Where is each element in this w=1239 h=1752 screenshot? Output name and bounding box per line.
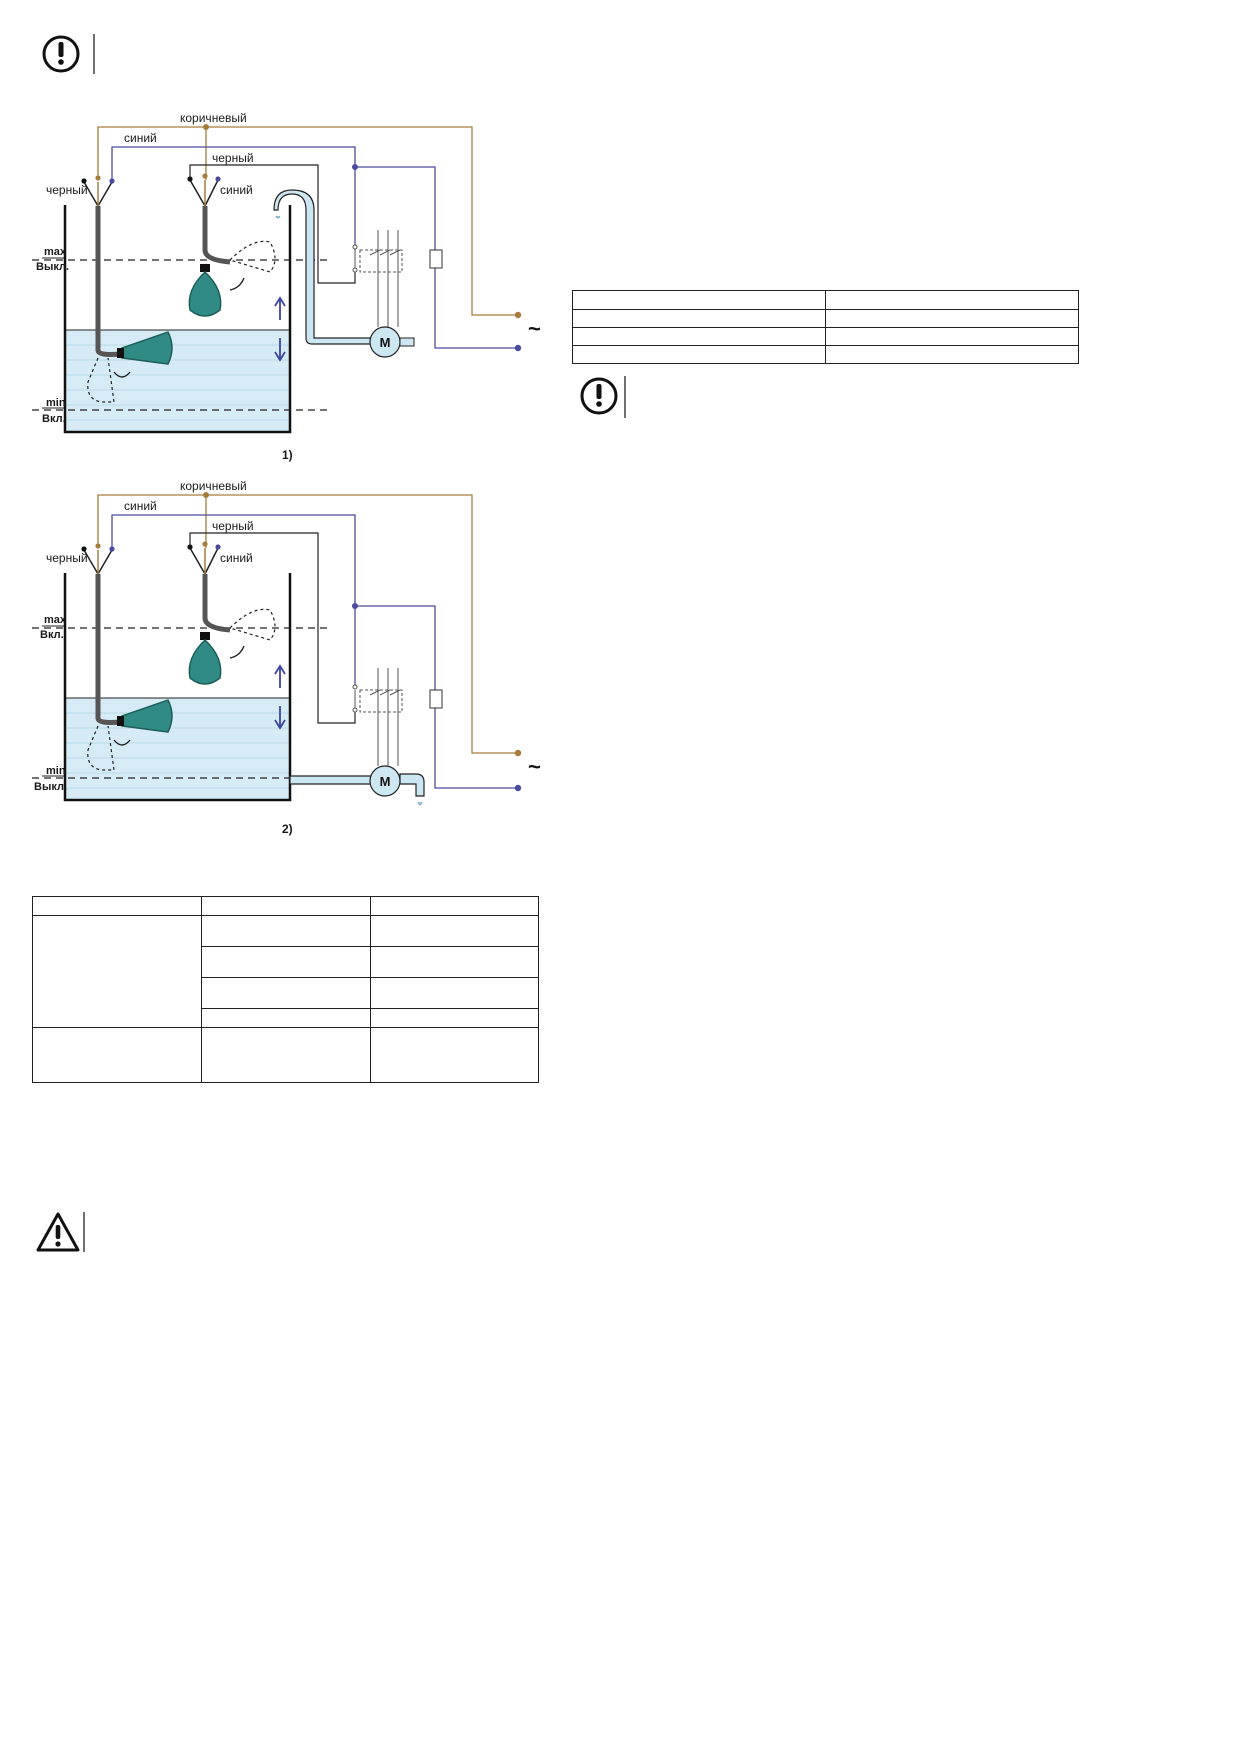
wire-label-black: черный [212, 519, 254, 533]
ac-symbol: ~ [528, 754, 541, 779]
ac-symbol: ~ [528, 316, 541, 341]
wiring-diagram-1: max Выкл. min Вкл. коричневый синий черн… [32, 111, 541, 434]
right-float [188, 270, 222, 317]
wire-label-black: черный [212, 151, 254, 165]
left-float-label-black: черный [46, 183, 88, 197]
diagram1-caption: 1) [282, 448, 293, 462]
right-float-label-blue: синий [220, 183, 253, 197]
level-max-label: max [44, 246, 67, 258]
bottom-table [32, 896, 539, 1083]
motor-symbol [369, 765, 401, 797]
warning-sign [36, 1210, 96, 1256]
level-min-label: min [46, 397, 66, 409]
diagram2-caption: 2) [282, 822, 293, 836]
right-float-label-blue: синий [220, 551, 253, 565]
motor-label: M [380, 774, 391, 789]
left-float [121, 331, 173, 365]
wiring-diagram-2: max Вкл. min Выкл. коричневый синий черн… [32, 479, 541, 806]
warning-triangle-icon [36, 1212, 85, 1252]
intake-pipe [289, 775, 376, 785]
motor-label: M [380, 335, 391, 350]
left-float-label-black: черный [46, 551, 88, 565]
level-max-state: Выкл. [36, 261, 69, 273]
notice-sign-right [580, 374, 640, 422]
level-min-label: min [46, 765, 66, 777]
notice-sign-top [42, 30, 102, 78]
level-min-state: Вкл. [42, 413, 66, 425]
level-max-label: max [44, 614, 67, 626]
wire-label-blue: синий [124, 131, 157, 145]
tank [63, 205, 292, 434]
level-max-state: Вкл. [40, 629, 64, 641]
right-table [572, 290, 1079, 364]
exclamation-circle-icon [42, 34, 95, 74]
level-min-state: Выкл. [34, 781, 67, 793]
discharge-pipe [273, 189, 376, 345]
exclamation-circle-icon [580, 376, 626, 418]
wire-label-brown: коричневый [180, 111, 247, 125]
wire-label-brown: коричневый [180, 479, 247, 493]
wire-label-blue: синий [124, 499, 157, 513]
water-area [65, 330, 290, 432]
